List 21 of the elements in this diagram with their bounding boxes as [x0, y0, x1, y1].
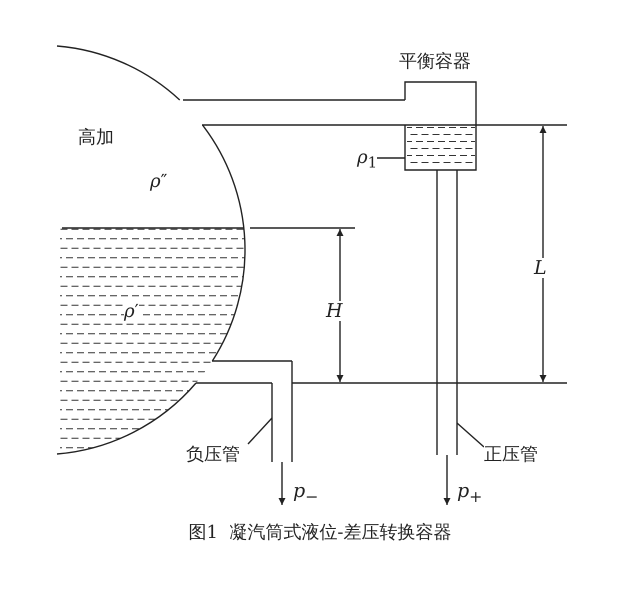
leader-line	[377, 157, 405, 159]
density-symbol: ρ′	[124, 302, 139, 322]
dimension-label: H	[326, 301, 343, 321]
pipe-label: 正压管	[484, 445, 538, 465]
figure-caption: 图1 凝汽筒式液位-差压转换容器	[188, 523, 452, 543]
connecting-pipe	[196, 382, 272, 384]
connecting-pipe	[212, 360, 292, 362]
pipe	[272, 361, 292, 462]
arrow	[278, 462, 286, 505]
container-label: 平衡容器	[399, 52, 471, 72]
dimension-label: L	[534, 258, 547, 278]
arrow	[444, 455, 450, 505]
pipe	[437, 170, 457, 455]
pipe-label: 负压管	[186, 445, 240, 465]
edge-label: p$_{−}$	[293, 481, 318, 507]
density-symbol: ρ″	[150, 172, 168, 192]
leader-line	[247, 418, 273, 444]
leader-line	[456, 422, 484, 448]
connecting-pipe	[183, 99, 405, 101]
edge-label: p$_{+}$	[457, 481, 482, 507]
vessel-label: 高加	[78, 128, 114, 148]
